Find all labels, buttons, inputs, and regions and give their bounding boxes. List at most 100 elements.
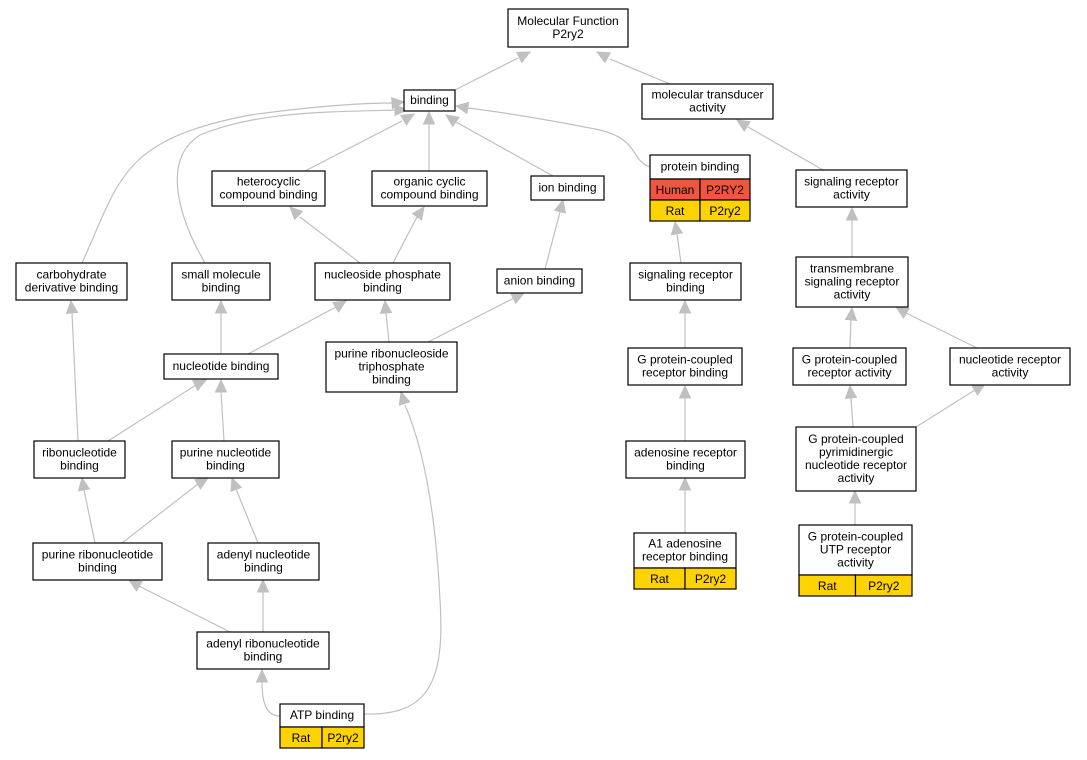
node-label-line: compound binding xyxy=(380,188,478,202)
edge-adenosinerec-gpcrbind xyxy=(678,384,692,441)
node-box xyxy=(798,524,913,576)
arrowhead-icon xyxy=(516,51,532,64)
edge-line xyxy=(905,312,978,349)
node-label-line: purine ribonucleoside xyxy=(334,347,448,361)
node-box xyxy=(795,256,909,308)
arrowhead-icon xyxy=(422,110,436,125)
edge-line xyxy=(81,102,394,264)
go-term-node-binding[interactable]: binding xyxy=(403,89,456,112)
node-box xyxy=(496,268,583,294)
arrowhead-icon xyxy=(894,306,910,319)
node-label-line: binding xyxy=(202,281,241,295)
node-label-line: nucleotide binding xyxy=(173,359,270,373)
node-label-line: receptor activity xyxy=(807,366,891,380)
node-label-line: binding xyxy=(410,93,449,107)
go-term-node-gpcr-pyr[interactable]: G protein-coupledpyrimidinergicnucleotid… xyxy=(795,426,917,492)
node-label-line: adenosine receptor xyxy=(634,446,737,460)
gene-label[interactable]: P2ry2 xyxy=(327,731,359,745)
node-box xyxy=(171,440,280,479)
node-label-line: G protein-coupled xyxy=(808,432,903,446)
node-box xyxy=(530,175,605,201)
node-label-line: signaling receptor xyxy=(638,268,733,282)
node-box xyxy=(403,89,456,112)
node-label-line: activity xyxy=(834,288,871,302)
gene-cell xyxy=(854,574,913,597)
gene-label[interactable]: P2ry2 xyxy=(868,579,900,593)
node-label-line: ATP binding xyxy=(290,708,354,722)
arrowhead-icon xyxy=(127,579,143,592)
edge-line xyxy=(121,483,199,544)
node-box xyxy=(949,347,1071,386)
edge-line xyxy=(235,488,259,544)
go-term-node-anion[interactable]: anion binding xyxy=(496,268,583,294)
gene-cell xyxy=(321,726,365,749)
node-label-line: ribonucleotide xyxy=(42,446,117,460)
edge-purinernstp-nucphos xyxy=(379,299,393,343)
gene-label[interactable]: P2RY2 xyxy=(706,183,744,197)
edge-smallmol-binding xyxy=(176,103,409,264)
gene-label[interactable]: P2ry2 xyxy=(695,572,727,586)
arrowhead-icon xyxy=(332,300,348,313)
edge-line xyxy=(467,107,651,168)
edge-line xyxy=(385,312,390,343)
node-label-line: activity xyxy=(838,471,875,485)
edge-purinenuc-nucleotide xyxy=(214,378,228,442)
node-label-line: ion binding xyxy=(538,181,596,195)
edge-line xyxy=(850,397,854,428)
arrowhead-icon xyxy=(256,578,270,593)
node-box xyxy=(795,169,908,208)
arrowhead-icon xyxy=(595,51,612,64)
go-term-node-nucleotide[interactable]: nucleotide binding xyxy=(163,353,279,380)
node-label-line: nucleotide receptor xyxy=(959,353,1061,367)
edge-gpcrpyr-gpcract xyxy=(844,384,858,428)
node-label-line: activity xyxy=(992,366,1029,380)
edge-line xyxy=(676,233,682,264)
edge-line xyxy=(455,121,554,177)
arrowhead-icon xyxy=(214,378,228,393)
node-label-line: purine nucleotide xyxy=(180,446,272,460)
arrowhead-icon xyxy=(194,477,210,490)
edge-line xyxy=(363,404,442,715)
edge-binding-mf xyxy=(454,51,532,91)
node-label-line: binding xyxy=(60,459,99,473)
node-label-line: activity xyxy=(689,101,726,115)
edge-line xyxy=(609,58,671,85)
go-term-node-ion[interactable]: ion binding xyxy=(530,175,605,201)
edge-line xyxy=(915,389,976,428)
edge-purineribonuc-purinenuc xyxy=(121,477,210,544)
gene-label[interactable]: P2ry2 xyxy=(709,204,741,218)
node-label-line: G protein-coupled xyxy=(808,530,903,544)
node-label-line: organic cyclic xyxy=(393,175,465,189)
edge-nucphos-hetero xyxy=(289,206,361,264)
node-label-line: binding xyxy=(78,561,117,575)
node-label-line: binding xyxy=(666,281,705,295)
edge-a1-adenosinerec xyxy=(678,476,692,533)
